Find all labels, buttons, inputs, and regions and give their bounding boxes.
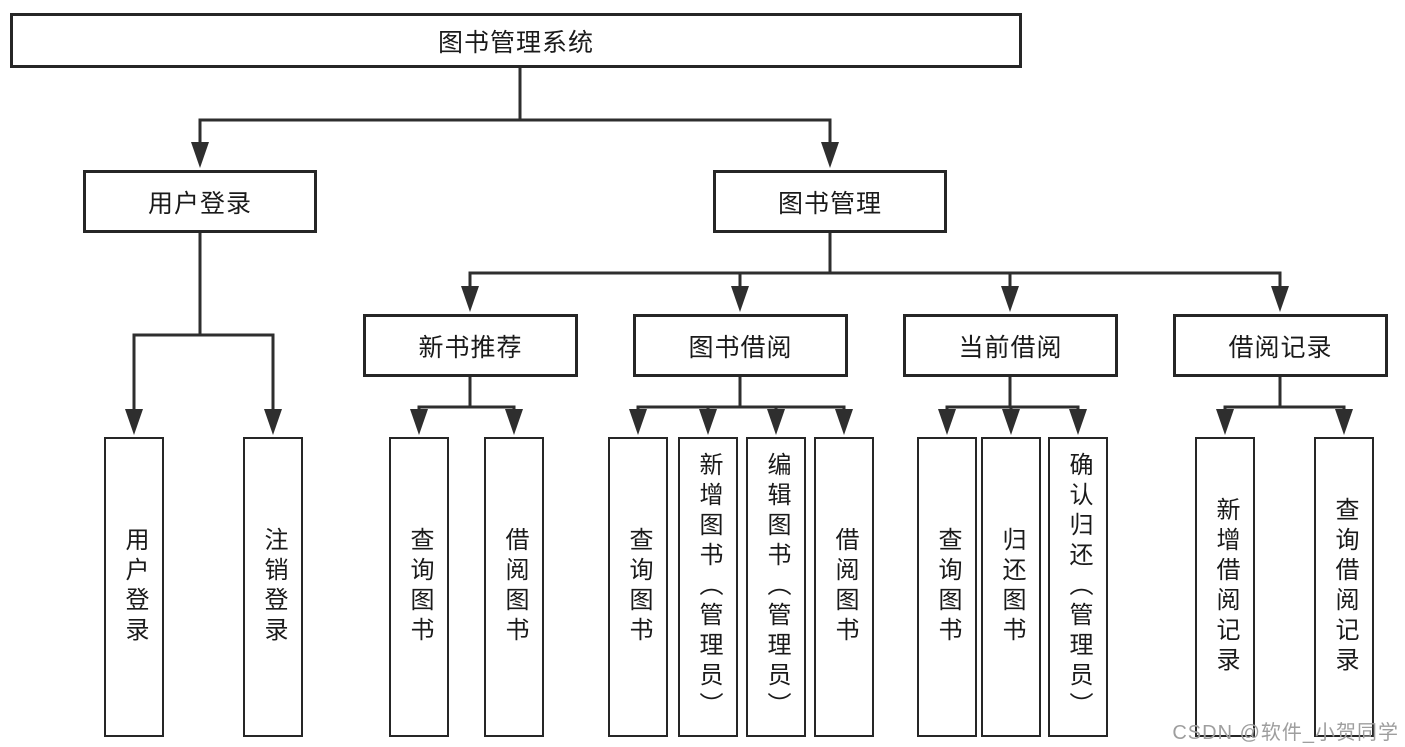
leaf-label: 查询图书 [625, 527, 652, 647]
node-new-book-recommend: 新书推荐 [363, 314, 578, 377]
edge-new-book-split [417, 377, 516, 410]
leaf-logout: 注销登录 [243, 437, 303, 737]
edge-book-borrow-split [636, 377, 846, 410]
arrowhead [461, 286, 479, 312]
node-book-management: 图书管理 [713, 170, 947, 233]
leaf-label: 借阅图书 [501, 527, 528, 647]
arrowhead [938, 409, 956, 435]
leaf-query-borrow-record: 查询借阅记录 [1314, 437, 1374, 737]
arrowhead [1271, 286, 1289, 312]
node-root: 图书管理系统 [10, 13, 1022, 68]
arrowhead [1002, 409, 1020, 435]
edge-borrow-records-split [1223, 377, 1346, 410]
leaf-label: 确认归还（管理员） [1065, 452, 1092, 722]
leaf-label: 用户登录 [121, 527, 148, 647]
arrowhead [410, 409, 428, 435]
leaf-label: 查询图书 [406, 527, 433, 647]
leaf-return-books: 归还图书 [981, 437, 1041, 737]
arrowhead [505, 409, 523, 435]
leaf-edit-books-admin: 编辑图书（管理员） [746, 437, 806, 737]
leaf-label: 查询图书 [934, 527, 961, 647]
leaf-label: 归还图书 [998, 527, 1025, 647]
node-book-borrow: 图书借阅 [633, 314, 848, 377]
arrowhead [125, 409, 143, 435]
leaf-borrow-books: 借阅图书 [814, 437, 874, 737]
arrowhead [629, 409, 647, 435]
arrowhead [767, 409, 785, 435]
leaf-label: 编辑图书（管理员） [763, 452, 790, 722]
node-current-borrow: 当前借阅 [903, 314, 1118, 377]
leaf-label: 查询借阅记录 [1331, 497, 1358, 677]
leaf-confirm-return-admin: 确认归还（管理员） [1048, 437, 1108, 737]
arrowhead [1335, 409, 1353, 435]
leaf-query-books-current: 查询图书 [917, 437, 977, 737]
leaf-query-books-recommend: 查询图书 [389, 437, 449, 737]
edge-user-login-split [132, 233, 275, 412]
leaf-add-borrow-record: 新增借阅记录 [1195, 437, 1255, 737]
arrowhead [264, 409, 282, 435]
edge-current-borrow-split [945, 377, 1080, 410]
arrowhead [1001, 286, 1019, 312]
arrowhead [835, 409, 853, 435]
arrowhead [821, 142, 839, 168]
arrowhead [699, 409, 717, 435]
arrowhead [731, 286, 749, 312]
arrowhead [191, 142, 209, 168]
node-user-login: 用户登录 [83, 170, 317, 233]
leaf-label: 新增图书（管理员） [695, 452, 722, 722]
leaf-user-login: 用户登录 [104, 437, 164, 737]
arrowhead [1069, 409, 1087, 435]
arrowhead [1216, 409, 1234, 435]
node-borrow-records: 借阅记录 [1173, 314, 1388, 377]
leaf-add-books-admin: 新增图书（管理员） [678, 437, 738, 737]
csdn-watermark: CSDN @软件_小贺同学 [1172, 722, 1399, 744]
leaf-query-books-borrow: 查询图书 [608, 437, 668, 737]
edge-root-split [198, 66, 832, 146]
leaf-label: 新增借阅记录 [1212, 497, 1239, 677]
edge-book-mgmt-split [468, 233, 1282, 289]
leaf-label: 注销登录 [260, 527, 287, 647]
leaf-borrow-books-recommend: 借阅图书 [484, 437, 544, 737]
arrowheads [125, 142, 1353, 435]
leaf-label: 借阅图书 [831, 527, 858, 647]
